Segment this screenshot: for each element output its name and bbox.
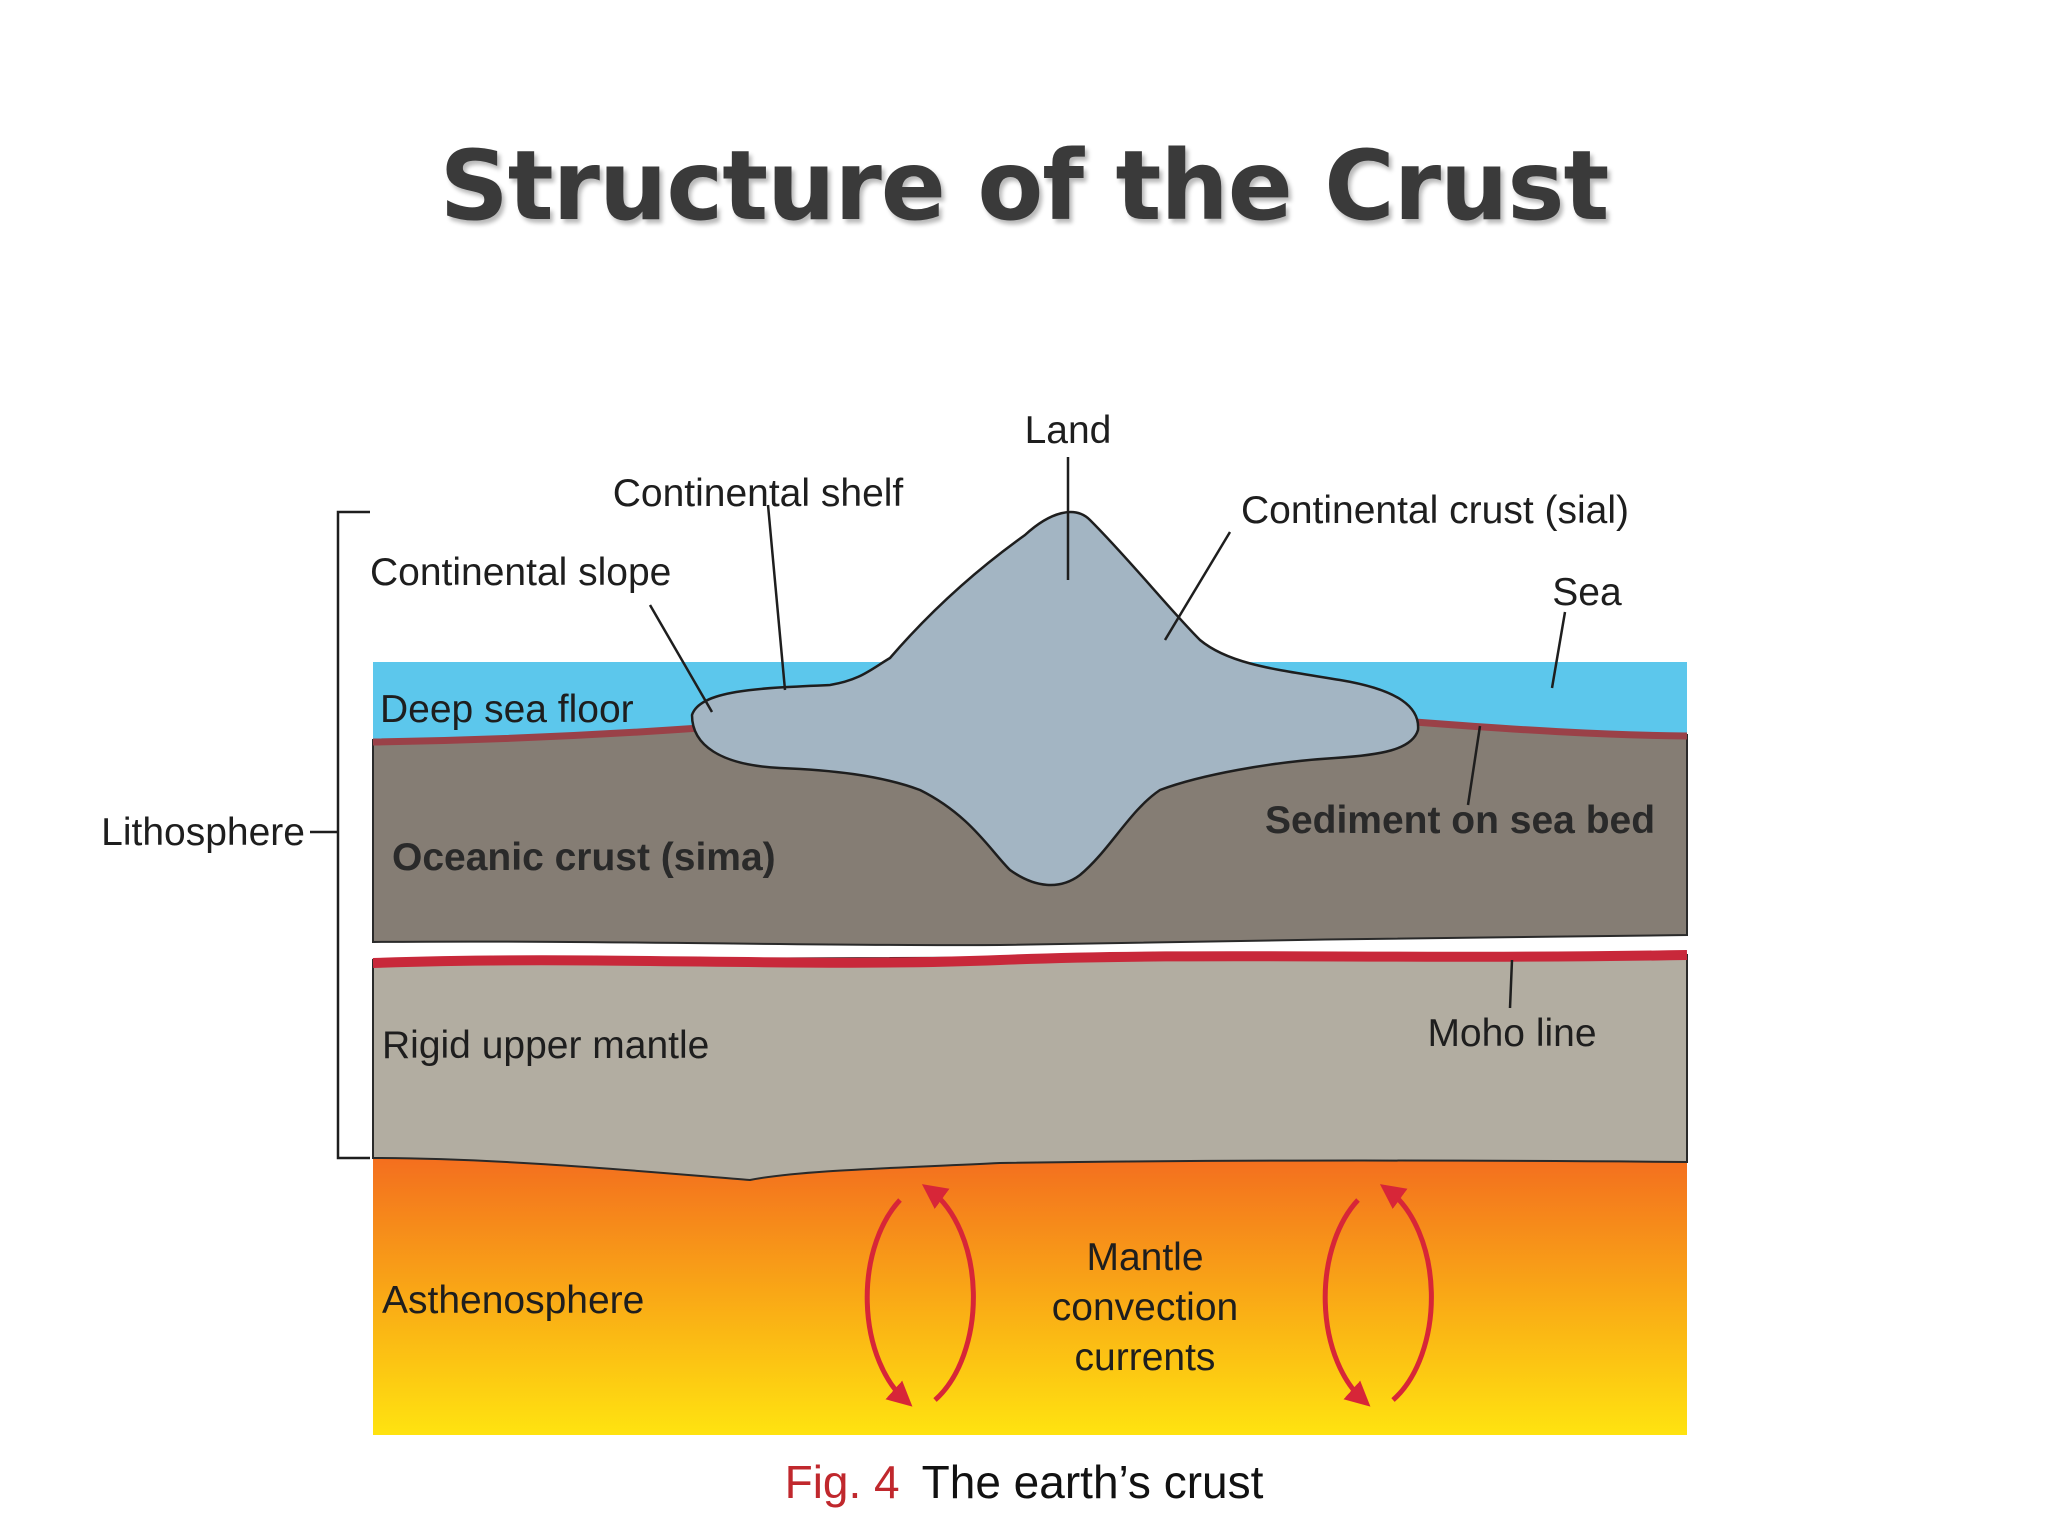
moho-line	[372, 950, 1688, 968]
slide-title: Structure of the Crust	[439, 130, 1610, 242]
figure-number: Fig. 4	[784, 1456, 900, 1508]
label-rigid-upper-mantle: Rigid upper mantle	[382, 1024, 709, 1067]
convection-arrows-left	[864, 1184, 976, 1407]
figure-caption: Fig. 4 The earth’s crust	[0, 1455, 2048, 1509]
label-continental-shelf: Continental shelf	[613, 472, 904, 515]
label-mantle-convection-2: convection	[1052, 1286, 1238, 1329]
label-mantle-convection-3: currents	[1075, 1336, 1216, 1379]
label-sediment: Sediment on sea bed	[1265, 799, 1655, 842]
convection-arrows-right	[1322, 1184, 1434, 1407]
label-asthenosphere: Asthenosphere	[382, 1279, 644, 1322]
label-land: Land	[1025, 409, 1112, 452]
continental-crust-shape	[690, 510, 1420, 887]
leader-lines	[648, 457, 1567, 1009]
label-mantle-convection-1: Mantle	[1086, 1236, 1203, 1279]
label-oceanic-crust: Oceanic crust (sima)	[392, 836, 776, 879]
label-continental-slope: Continental slope	[370, 551, 671, 594]
label-continental-crust: Continental crust (sial)	[1241, 489, 1629, 532]
lithosphere-bracket	[310, 510, 370, 1160]
sediment-layer	[372, 718, 1688, 746]
upper-mantle-layer	[372, 953, 1688, 1182]
label-sea: Sea	[1552, 571, 1622, 614]
label-moho-line: Moho line	[1427, 1012, 1596, 1055]
label-deep-sea-floor: Deep sea floor	[380, 688, 634, 731]
figure-caption-text: The earth’s crust	[921, 1456, 1264, 1508]
label-lithosphere: Lithosphere	[101, 811, 305, 854]
asthenosphere-layer	[373, 1150, 1687, 1435]
